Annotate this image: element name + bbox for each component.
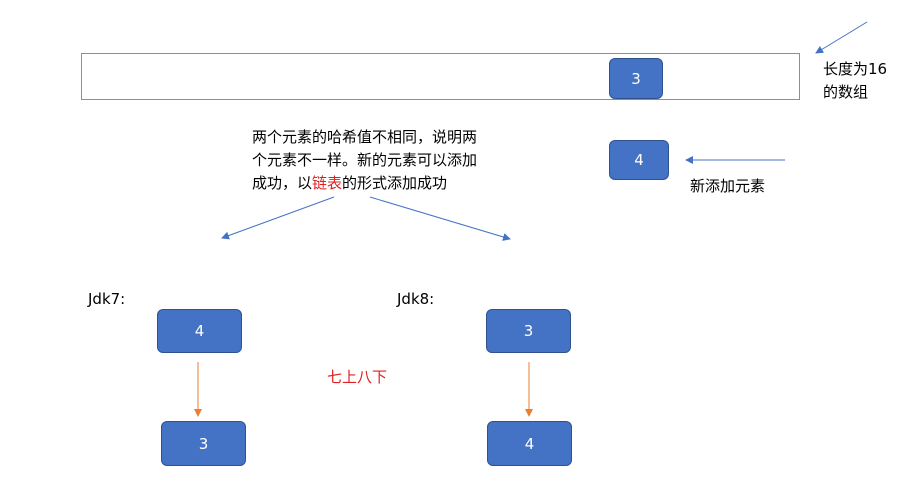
node-value: 3 [631, 69, 641, 88]
linked-list-highlight: 链表 [312, 174, 343, 192]
new-element-node: 4 [609, 140, 669, 180]
explanation-line3: 成功，以链表的形式添加成功 [252, 172, 477, 195]
explanation-line3-prefix: 成功，以 [252, 174, 313, 192]
array-label-line1: 长度为16 [823, 60, 888, 78]
jdk7-label: Jdk7: [88, 290, 126, 308]
array-box [81, 53, 800, 100]
node-value: 4 [634, 151, 644, 169]
jdk8-label: Jdk8: [397, 290, 435, 308]
jdk8-bottom-node: 4 [487, 421, 572, 466]
explanation-line3-suffix: 的形式添加成功 [342, 174, 448, 192]
jdk7-bottom-node: 3 [161, 421, 246, 466]
array-label-line2: 的数组 [823, 83, 869, 101]
explanation-line2: 个元素不一样。新的元素可以添加 [252, 151, 478, 169]
array-existing-node: 3 [609, 58, 663, 99]
explanation-text: 两个元素的哈希值不相同，说明两 个元素不一样。新的元素可以添加 成功，以链表的形… [252, 126, 477, 195]
jdk8-top-node: 3 [486, 309, 571, 353]
node-value: 4 [194, 322, 205, 340]
new-element-label: 新添加元素 [690, 177, 766, 195]
mnemonic-text: 七上八下 [327, 368, 388, 386]
branch-arrow-right [369, 196, 511, 241]
node-value: 3 [198, 434, 209, 453]
node-value: 4 [524, 434, 535, 453]
branch-arrow-left [221, 196, 335, 240]
explanation-line1: 两个元素的哈希值不相同，说明两 [252, 128, 478, 146]
array-label: 长度为16 的数组 [823, 58, 887, 104]
jdk7-top-node: 4 [157, 309, 242, 353]
array-label-arrow [815, 21, 868, 54]
node-value: 3 [523, 322, 534, 340]
